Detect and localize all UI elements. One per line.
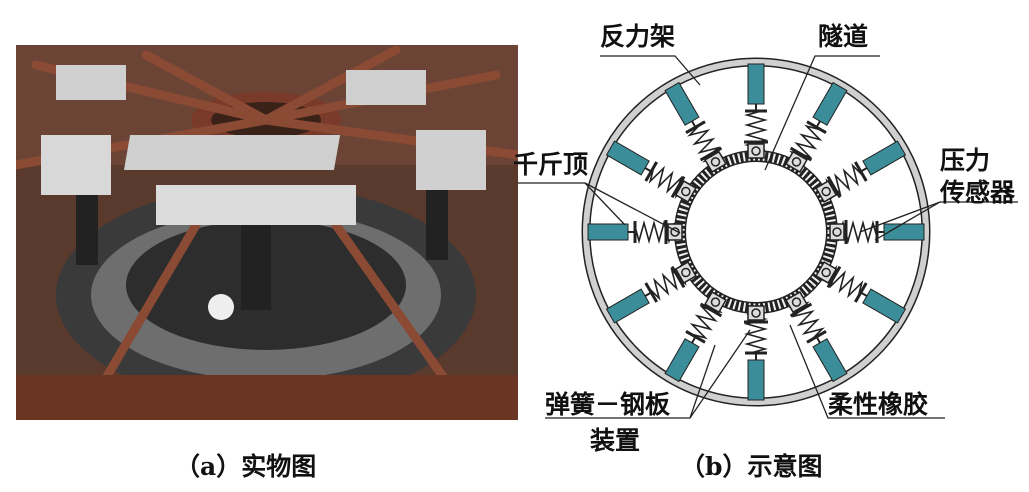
jack [883,223,925,241]
pressure-sensor [815,261,838,284]
jack [664,81,700,126]
label-flexible-rubber: 柔性橡胶 [828,390,929,419]
jack-assembly [605,140,697,203]
jack [862,140,907,176]
jack-assembly [815,261,907,324]
jack [605,288,650,324]
reaction-rod [141,50,271,125]
jack [747,359,765,401]
pressure-sensor [674,180,697,203]
pressure-sensor [667,223,683,241]
jack-assembly [664,81,727,173]
label-jack: 千斤顶 [513,150,589,179]
leader-lines [518,55,1018,419]
experiment-photo [16,45,518,420]
reaction-rod [91,220,201,400]
pressure-sensor [815,180,838,203]
label-spring-plate-2: 装置 [590,426,641,455]
pressure-sensor [785,150,808,173]
label-tunnel: 隧道 [818,22,869,51]
jack [747,63,765,105]
jack-assembly [829,220,925,244]
label-pressure-sensor-1: 压力 [940,146,991,175]
pressure-sensor [674,261,697,284]
tunnel-lining [674,150,838,314]
pressure-sensor [785,291,808,314]
jack-assembly [815,140,907,203]
caption-b: （b）示意图 [680,452,823,481]
reaction-rod [261,45,401,125]
jack [812,338,848,383]
jack-assembly [785,81,848,173]
jack-assembly [744,63,768,159]
pressure-sensor [747,143,765,159]
pressure-sensor [704,150,727,173]
pressure-sensor [747,305,765,321]
reaction-rod [331,220,461,400]
label-reaction-frame: 反力架 [600,22,676,51]
jack [812,81,848,126]
jack-assembly [664,291,727,383]
pressure-sensor [829,223,845,241]
jack [605,140,650,176]
jack [862,288,907,324]
label-pressure-sensor-2: 传感器 [940,178,1016,207]
pressure-sensor [704,291,727,314]
jack-assembly [587,220,683,244]
jack-assembly [744,305,768,401]
jack-assembly [785,291,848,383]
jack-assembly [605,261,697,324]
label-spring-plate-1: 弹簧－钢板 [545,390,671,419]
caption-a: （a）实物图 [175,452,317,481]
jack [587,223,629,241]
jack [664,338,700,383]
